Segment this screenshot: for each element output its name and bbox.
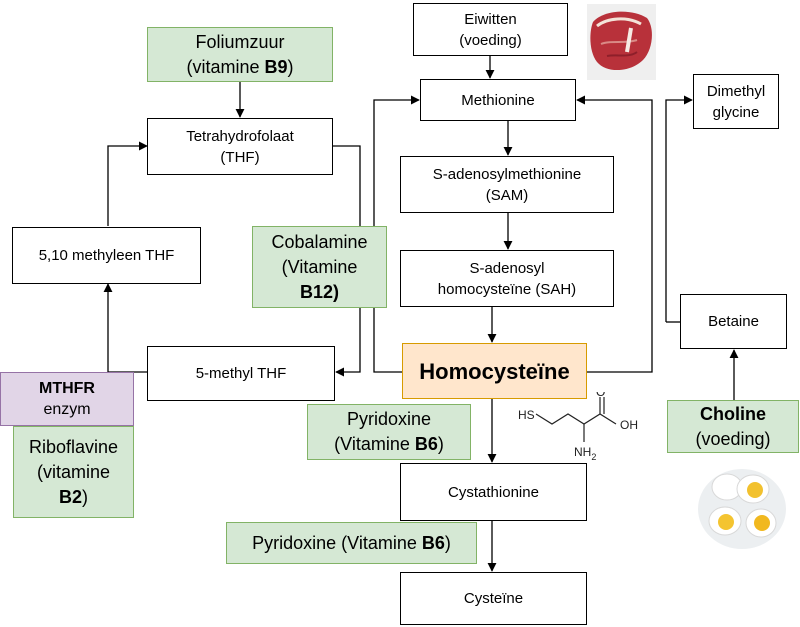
cystathionine-node: Cystathionine [400, 463, 587, 521]
eiwitten-node: Eiwitten (voeding) [413, 3, 568, 56]
homocysteine-structure-diagram: HS O OH NH2 [518, 392, 638, 462]
methionine-label: Methionine [461, 91, 535, 109]
pyridoxine-2-label: Pyridoxine (Vitamine B6) [252, 532, 451, 553]
choline-node: Choline (voeding) [667, 400, 799, 453]
methyleen-thf-label: 5,10 methyleen THF [38, 247, 175, 264]
dimethylglycine-sublabel: glycine [712, 103, 760, 121]
methionine-node: Methionine [420, 79, 576, 121]
pyridoxine-node-2: Pyridoxine (Vitamine B6) [226, 522, 477, 564]
edge-homocysteine-methionine-right [576, 95, 653, 373]
riboflavine-sublabel: (vitamine [36, 461, 111, 482]
choline-sublabel: (voeding) [695, 428, 771, 449]
steak-image [587, 4, 656, 80]
nh2-group-label: NH2 [574, 445, 596, 462]
methyleen-thf-node: 5,10 methyleen THF [12, 227, 201, 284]
vitamin-b9-label: B9 [264, 56, 288, 77]
homocysteine-node: Homocysteïne [402, 343, 587, 399]
vitamin-b12-label: B12) [299, 281, 339, 302]
vitamin-b6-label-1: B6 [414, 434, 438, 454]
pyridoxine-1-label: Pyridoxine [346, 409, 432, 429]
methyl-thf-node: 5-methyl THF [147, 346, 335, 401]
betaine-node: Betaine [680, 294, 787, 349]
pyridoxine-node-1: Pyridoxine (Vitamine B6) [307, 404, 471, 460]
thf-label: Tetrahydrofolaat [186, 127, 294, 145]
cystathionine-label: Cystathionine [448, 483, 539, 501]
foliumzuur-node: Foliumzuur (vitamine B9) [147, 27, 333, 82]
riboflavine-label: Riboflavine [28, 436, 119, 457]
cobalamine-node: Cobalamine (Vitamine B12) [252, 226, 387, 308]
vitamin-b6-label-2: B6 [421, 532, 445, 553]
oxygen-label: O [596, 392, 605, 399]
edge-methyleen-thf [107, 141, 148, 226]
dimethylglycine-node: Dimethyl glycine [693, 74, 779, 129]
mthfr-node: MTHFR enzym [0, 372, 134, 426]
boiled-eggs-image [698, 469, 786, 549]
oh-group-label: OH [620, 418, 638, 432]
foliumzuur-vitamin-line: (vitamine B9) [186, 56, 294, 77]
eiwitten-sublabel: (voeding) [459, 31, 522, 49]
sah-sublabel: homocysteïne (SAH) [437, 280, 577, 298]
riboflavine-vitamin-line: B2) [58, 486, 88, 507]
homocysteine-label: Homocysteïne [419, 358, 570, 384]
cysteine-node: Cysteïne [400, 572, 587, 625]
foliumzuur-label: Foliumzuur [195, 31, 285, 52]
sah-label: S-adenosyl [469, 259, 545, 277]
cysteine-label: Cysteïne [463, 590, 524, 607]
methyl-thf-label: 5-methyl THF [195, 365, 287, 382]
sah-node: S-adenosyl homocysteïne (SAH) [400, 250, 614, 307]
cobalamine-label: Cobalamine [271, 231, 368, 252]
betaine-label: Betaine [708, 313, 759, 330]
thf-node: Tetrahydrofolaat (THF) [147, 118, 333, 175]
sam-sublabel: (SAM) [485, 186, 529, 204]
choline-label: Choline [700, 403, 766, 424]
edge-methionine-dimethylglycine [665, 95, 693, 322]
thf-sublabel: (THF) [220, 148, 260, 166]
sam-label: S-adenosylmethionine [432, 165, 582, 183]
sh-group-label: HS [518, 408, 535, 422]
pyridoxine-1-vitamin-line: (Vitamine B6) [334, 434, 444, 454]
edge-methyl-thf-methyleen [103, 283, 147, 373]
sam-node: S-adenosylmethionine (SAM) [400, 156, 614, 213]
mthfr-label: MTHFR [39, 380, 95, 397]
cobalamine-sublabel: (Vitamine [281, 256, 358, 277]
mthfr-sublabel: enzym [43, 401, 91, 418]
eiwitten-label: Eiwitten [464, 10, 517, 28]
vitamin-b2-label: B2 [58, 486, 82, 507]
dimethylglycine-label: Dimethyl [706, 82, 766, 100]
riboflavine-node: Riboflavine (vitamine B2) [13, 426, 134, 518]
